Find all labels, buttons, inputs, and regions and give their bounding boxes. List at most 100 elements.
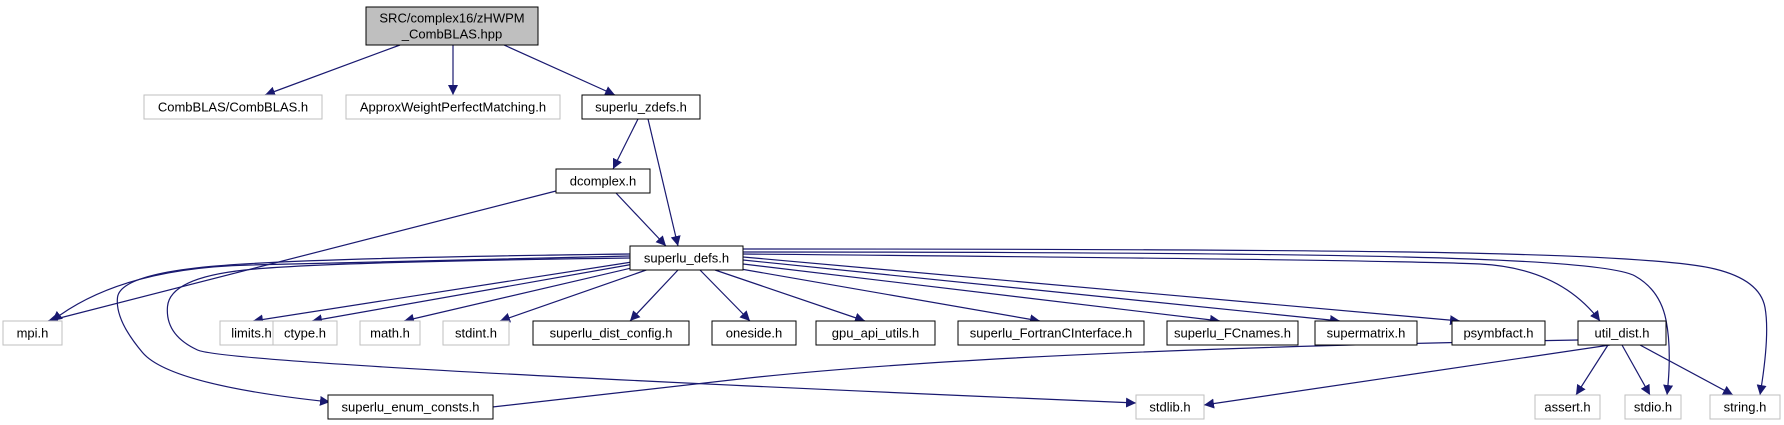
node-label-oneside: oneside.h <box>726 326 782 341</box>
node-box-utildist <box>1577 320 1667 346</box>
node-box-enum <box>327 394 494 420</box>
node-label-combblas: CombBLAS/CombBLAS.h <box>158 100 308 115</box>
node-box-zdefs <box>581 94 701 120</box>
node-string: string.h <box>1709 394 1781 420</box>
edge-defs-to-fortran <box>734 267 1041 325</box>
edge-zdefs-to-dcomplex <box>612 118 639 170</box>
node-label-string: string.h <box>1724 400 1767 415</box>
node-fcnames[interactable]: superlu_FCnames.h <box>1166 320 1299 346</box>
node-psymbfact[interactable]: psymbfact.h <box>1451 320 1546 346</box>
edge-defs-to-string <box>742 248 1768 396</box>
node-box-psymbfact <box>1451 320 1546 346</box>
node-label-math: math.h <box>370 326 410 341</box>
node-label-root: _CombBLAS.hpp <box>401 27 502 42</box>
edge-defs-to-utildist <box>742 253 1601 322</box>
node-math: math.h <box>359 320 421 346</box>
edge-dcomplex-to-defs <box>615 192 667 247</box>
node-box-oneside <box>711 320 797 346</box>
node-box-combblas <box>143 94 323 120</box>
edge-defs-to-gpu <box>714 269 866 323</box>
node-oneside[interactable]: oneside.h <box>711 320 797 346</box>
node-label-stdlib: stdlib.h <box>1149 400 1190 415</box>
edge-utildist-to-enum <box>482 339 1579 413</box>
edge-defs-to-enum <box>116 253 631 406</box>
node-label-utildist: util_dist.h <box>1595 326 1650 341</box>
node-box-gpu <box>815 320 936 346</box>
node-fortran[interactable]: superlu_FortranCInterface.h <box>957 320 1145 346</box>
node-box-stdlib <box>1135 394 1205 420</box>
node-label-dcomplex: dcomplex.h <box>570 174 636 189</box>
node-label-supermatrix: supermatrix.h <box>1327 326 1406 341</box>
node-label-awpm: ApproxWeightPerfectMatching.h <box>360 100 546 115</box>
node-label-limits: limits.h <box>231 326 271 341</box>
edge-utildist-to-stdio <box>1621 344 1651 396</box>
edge-defs-to-stdio <box>742 251 1674 396</box>
node-enum[interactable]: superlu_enum_consts.h <box>327 394 494 420</box>
node-box-mpi <box>2 320 63 346</box>
node-box-root <box>365 6 539 46</box>
edge-zdefs-to-defs <box>647 118 681 247</box>
node-label-ctype: ctype.h <box>284 326 326 341</box>
node-label-defs: superlu_defs.h <box>644 251 729 266</box>
node-box-ctype <box>272 320 338 346</box>
node-box-dcomplex <box>555 168 651 194</box>
edge-utildist-to-stdlib <box>1203 344 1611 409</box>
node-box-awpm <box>345 94 561 120</box>
edge-defs-to-limits <box>252 261 633 325</box>
node-box-distconfig <box>532 320 690 346</box>
node-box-stdint <box>442 320 510 346</box>
node-label-stdio: stdio.h <box>1634 400 1672 415</box>
node-label-assert: assert.h <box>1544 400 1590 415</box>
node-label-zdefs: superlu_zdefs.h <box>595 100 687 115</box>
node-root: SRC/complex16/zHWPM_CombBLAS.hpp <box>365 6 539 46</box>
node-label-gpu: gpu_api_utils.h <box>832 326 919 341</box>
node-label-fortran: superlu_FortranCInterface.h <box>970 326 1133 341</box>
node-defs[interactable]: superlu_defs.h <box>629 245 744 271</box>
node-label-mpi: mpi.h <box>17 326 49 341</box>
node-box-fcnames <box>1166 320 1299 346</box>
node-box-math <box>359 320 421 346</box>
edge-defs-to-oneside <box>699 269 751 322</box>
edge-defs-to-fcnames <box>742 263 1221 325</box>
node-ctype: ctype.h <box>272 320 338 346</box>
node-combblas: CombBLAS/CombBLAS.h <box>143 94 323 120</box>
node-stdio: stdio.h <box>1624 394 1682 420</box>
node-box-string <box>1709 394 1781 420</box>
edge-utildist-to-assert <box>1575 344 1609 396</box>
node-stdlib: stdlib.h <box>1135 394 1205 420</box>
node-label-stdint: stdint.h <box>455 326 497 341</box>
node-awpm: ApproxWeightPerfectMatching.h <box>345 94 561 120</box>
node-box-stdio <box>1624 394 1682 420</box>
node-box-defs <box>629 245 744 271</box>
edge-root-to-zdefs <box>503 44 616 96</box>
edge-defs-to-mpi <box>51 255 631 322</box>
node-assert: assert.h <box>1534 394 1601 420</box>
edge-defs-to-stdint <box>499 267 653 323</box>
node-utildist[interactable]: util_dist.h <box>1577 320 1667 346</box>
node-label-psymbfact: psymbfact.h <box>1463 326 1533 341</box>
edge-defs-to-math <box>403 265 641 324</box>
node-gpu[interactable]: gpu_api_utils.h <box>815 320 936 346</box>
node-label-enum: superlu_enum_consts.h <box>341 400 479 415</box>
node-stdint: stdint.h <box>442 320 510 346</box>
node-dcomplex[interactable]: dcomplex.h <box>555 168 651 194</box>
node-distconfig[interactable]: superlu_dist_config.h <box>532 320 690 346</box>
edge-defs-to-supermatrix <box>742 259 1341 325</box>
node-label-root: SRC/complex16/zHWPM <box>379 11 524 26</box>
node-label-distconfig: superlu_dist_config.h <box>550 326 673 341</box>
edge-defs-to-ctype <box>311 263 635 325</box>
node-label-fcnames: superlu_FCnames.h <box>1174 326 1291 341</box>
edge-root-to-combblas <box>264 44 401 97</box>
edge-defs-to-distconfig <box>629 269 679 322</box>
edge-utildist-to-string <box>1639 344 1734 396</box>
node-box-supermatrix <box>1314 320 1418 346</box>
node-box-assert <box>1534 394 1601 420</box>
edge-dcomplex-to-mpi <box>47 190 557 324</box>
edge-defs-to-psymbfact <box>742 256 1461 326</box>
edge-defs-to-stdlib <box>166 257 1137 408</box>
node-zdefs[interactable]: superlu_zdefs.h <box>581 94 701 120</box>
node-mpi: mpi.h <box>2 320 63 346</box>
node-supermatrix[interactable]: supermatrix.h <box>1314 320 1418 346</box>
node-box-fortran <box>957 320 1145 346</box>
